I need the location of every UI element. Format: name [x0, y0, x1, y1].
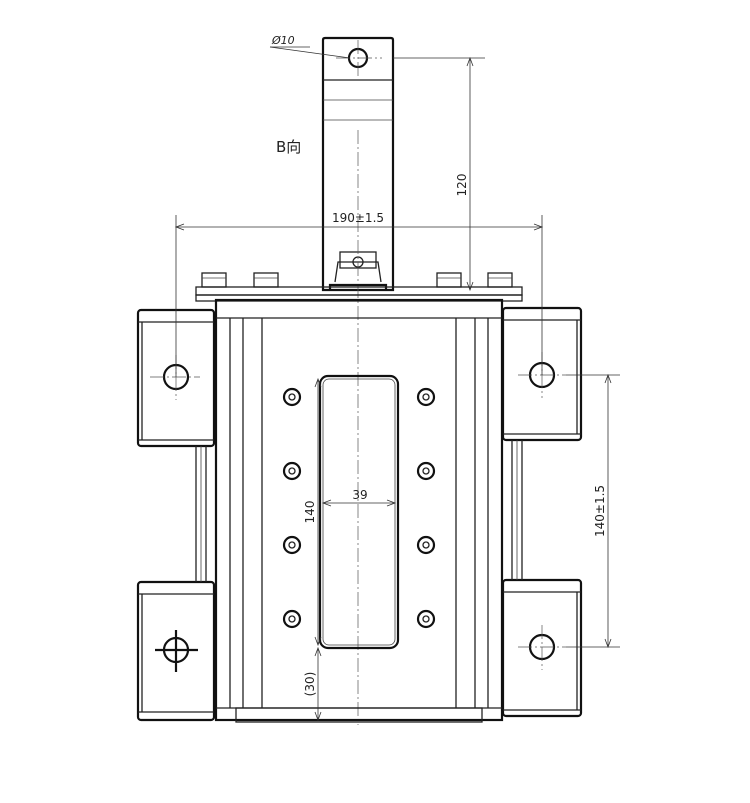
mount-width-label: 190±1.5 [332, 211, 384, 225]
bracket-height-label: 120 [455, 174, 469, 197]
window-height-label: 140 [303, 501, 317, 524]
hole-diameter-label: Ø10 [271, 34, 295, 47]
view-label: B向 [276, 138, 301, 156]
dimension-lines [174, 46, 620, 722]
window-width-label: 39 [352, 488, 367, 502]
mount-spacing-label: 140±1.5 [593, 485, 607, 537]
bottom-offset-label: (30) [303, 672, 317, 697]
main-body [214, 298, 504, 723]
terminal-bolts [195, 272, 523, 302]
center-window [318, 374, 400, 650]
top-bracket [321, 36, 395, 725]
screws [282, 387, 436, 629]
